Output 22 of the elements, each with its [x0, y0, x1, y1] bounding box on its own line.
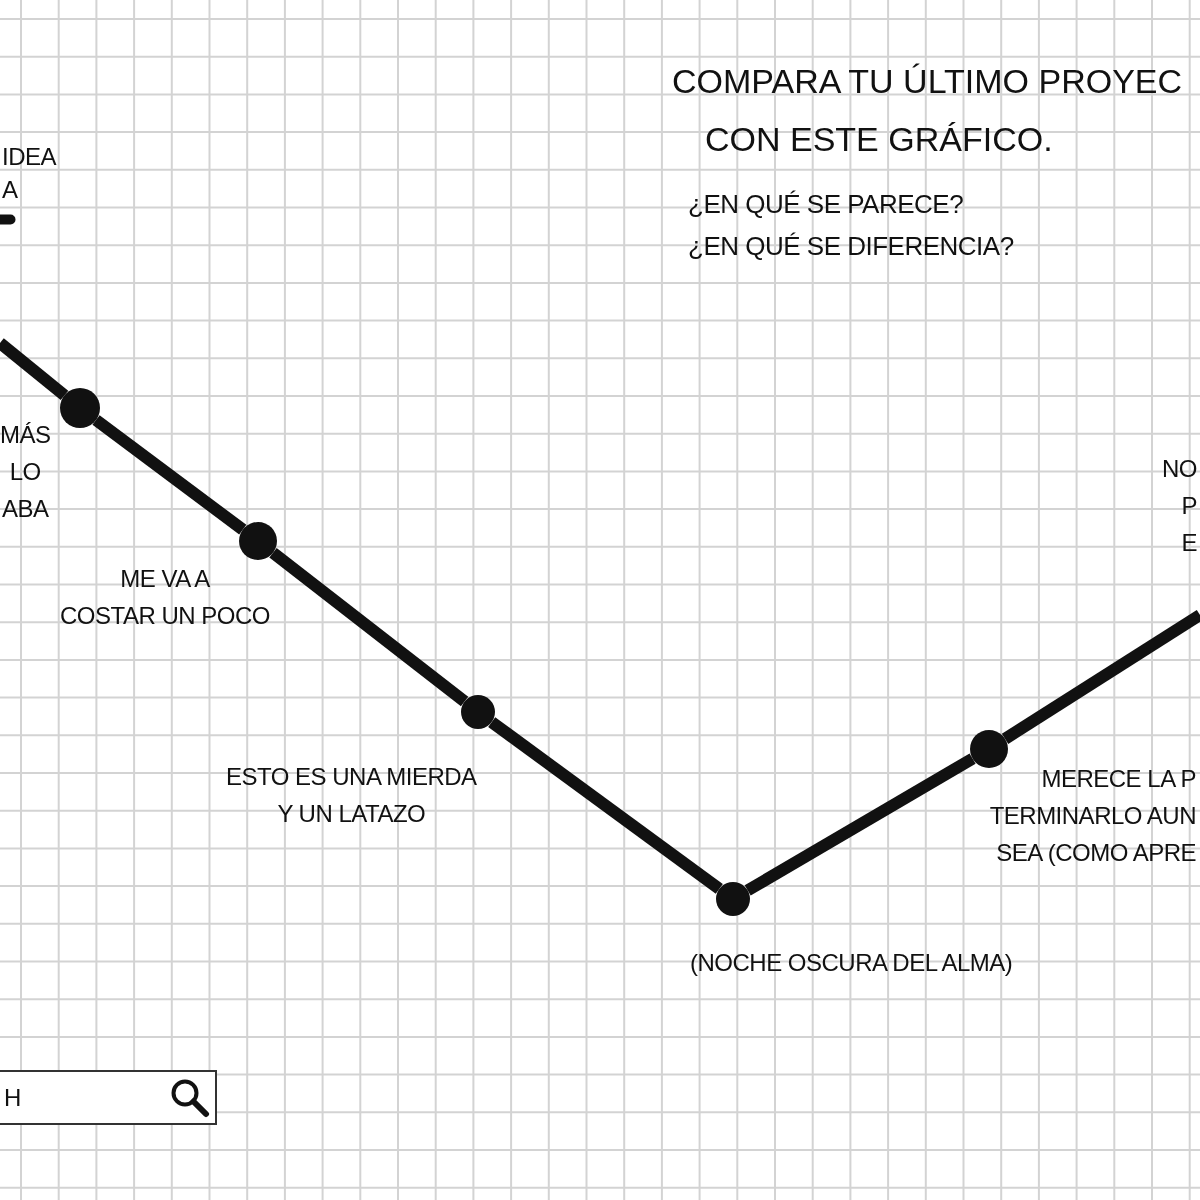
data-point	[716, 882, 750, 916]
point-label: ESTO ES UNA MIERDA Y UN LATAZO	[226, 762, 477, 829]
title: COMPARA TU ÚLTIMO PROYEC CON ESTE GRÁFICO.	[672, 61, 1183, 160]
note-text: IDEA A	[2, 142, 56, 205]
point-label: ME VA A COSTAR UN POCO	[60, 564, 270, 631]
point-label: MERECE LA P TERMINARLO AUN SEA (COMO APRE	[989, 764, 1196, 868]
line-segment	[1001, 609, 1200, 744]
note-text: NO P E	[1162, 454, 1197, 558]
data-point	[970, 730, 1008, 768]
question-text: ¿EN QUÉ SE DIFERENCIA?	[688, 230, 1014, 263]
point-label: MÁS LO ABA	[0, 420, 51, 524]
line-segment	[0, 338, 69, 401]
data-point	[461, 695, 495, 729]
line-segment	[488, 717, 723, 894]
line-segment	[744, 753, 976, 896]
point-label: (NOCHE OSCURA DEL ALMA)	[690, 948, 1013, 978]
data-point	[60, 388, 100, 428]
question-text: ¿EN QUÉ SE PARECE?	[688, 188, 964, 221]
line-segment	[269, 547, 469, 707]
line-segment	[92, 415, 247, 535]
search-field: H	[0, 1070, 217, 1125]
data-point	[239, 522, 277, 560]
